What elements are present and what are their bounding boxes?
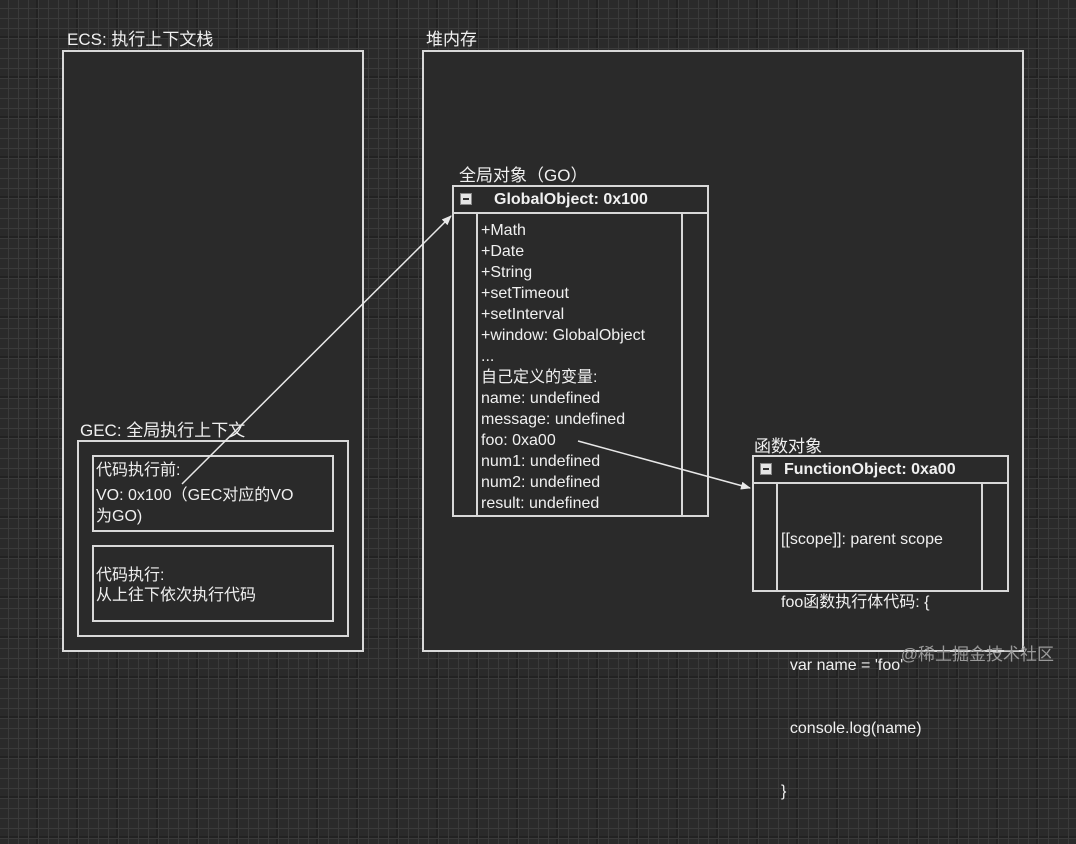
collapse-icon[interactable]	[460, 193, 472, 205]
global-object-title: GlobalObject: 0x100	[494, 191, 648, 208]
go-row: +setTimeout	[481, 285, 569, 302]
function-object-title: FunctionObject: 0xa00	[784, 461, 956, 478]
gec-during-line-2: 从上往下依次执行代码	[96, 587, 257, 604]
gec-label: GEC: 全局执行上下文	[80, 421, 246, 440]
fo-label: 函数对象	[754, 437, 822, 456]
arrows-layer	[181, 215, 751, 490]
go-right-divider	[681, 214, 683, 515]
go-row: +setInterval	[481, 306, 565, 323]
foo-to-function-object-arrow	[577, 440, 751, 490]
collapse-icon[interactable]	[760, 463, 772, 475]
gec-before-box: 代码执行前: VO: 0x100（GEC对应的VO 为GO)	[92, 455, 334, 532]
fo-left-divider	[776, 484, 778, 590]
go-row: +String	[481, 264, 533, 281]
go-row: +window: GlobalObject	[481, 327, 646, 344]
go-label: 全局对象（GO）	[459, 166, 588, 185]
global-object-header: GlobalObject: 0x100	[454, 187, 707, 214]
gec-before-line-3: 为GO)	[96, 508, 143, 525]
global-object-rows: +Math +Date +String +setTimeout +setInte…	[481, 220, 645, 514]
go-row: foo: 0xa00	[481, 432, 556, 449]
go-row: 自己定义的变量:	[481, 369, 598, 386]
function-object-header: FunctionObject: 0xa00	[754, 457, 1007, 484]
go-row: num2: undefined	[481, 474, 601, 491]
go-row: name: undefined	[481, 390, 601, 407]
heap-label: 堆内存	[426, 30, 477, 49]
go-row: num1: undefined	[481, 453, 601, 470]
go-left-divider	[476, 214, 478, 515]
fo-row: foo函数执行体代码: {	[781, 594, 930, 611]
fo-row: var name = 'foo'	[781, 657, 904, 674]
watermark: @稀土掘金技术社区	[900, 645, 1054, 664]
global-object-box[interactable]: GlobalObject: 0x100 +Math +Date +String …	[452, 185, 709, 517]
go-row: +Math	[481, 222, 526, 239]
vo-to-go-arrow	[181, 215, 452, 485]
go-row: message: undefined	[481, 411, 626, 428]
gec-before-line-1: 代码执行前:	[96, 462, 181, 479]
go-row: result: undefined	[481, 495, 600, 512]
ecs-label: ECS: 执行上下文栈	[67, 30, 214, 49]
go-row: ...	[481, 348, 495, 365]
fo-row: }	[781, 783, 787, 800]
go-row: +Date	[481, 243, 525, 260]
fo-row: console.log(name)	[781, 720, 922, 737]
gec-during-line-1: 代码执行:	[96, 567, 165, 584]
gec-during-box: 代码执行: 从上往下依次执行代码	[92, 545, 334, 622]
fo-right-divider	[981, 484, 983, 590]
gec-before-line-2: VO: 0x100（GEC对应的VO	[96, 487, 294, 504]
fo-row: [[scope]]: parent scope	[781, 531, 943, 548]
